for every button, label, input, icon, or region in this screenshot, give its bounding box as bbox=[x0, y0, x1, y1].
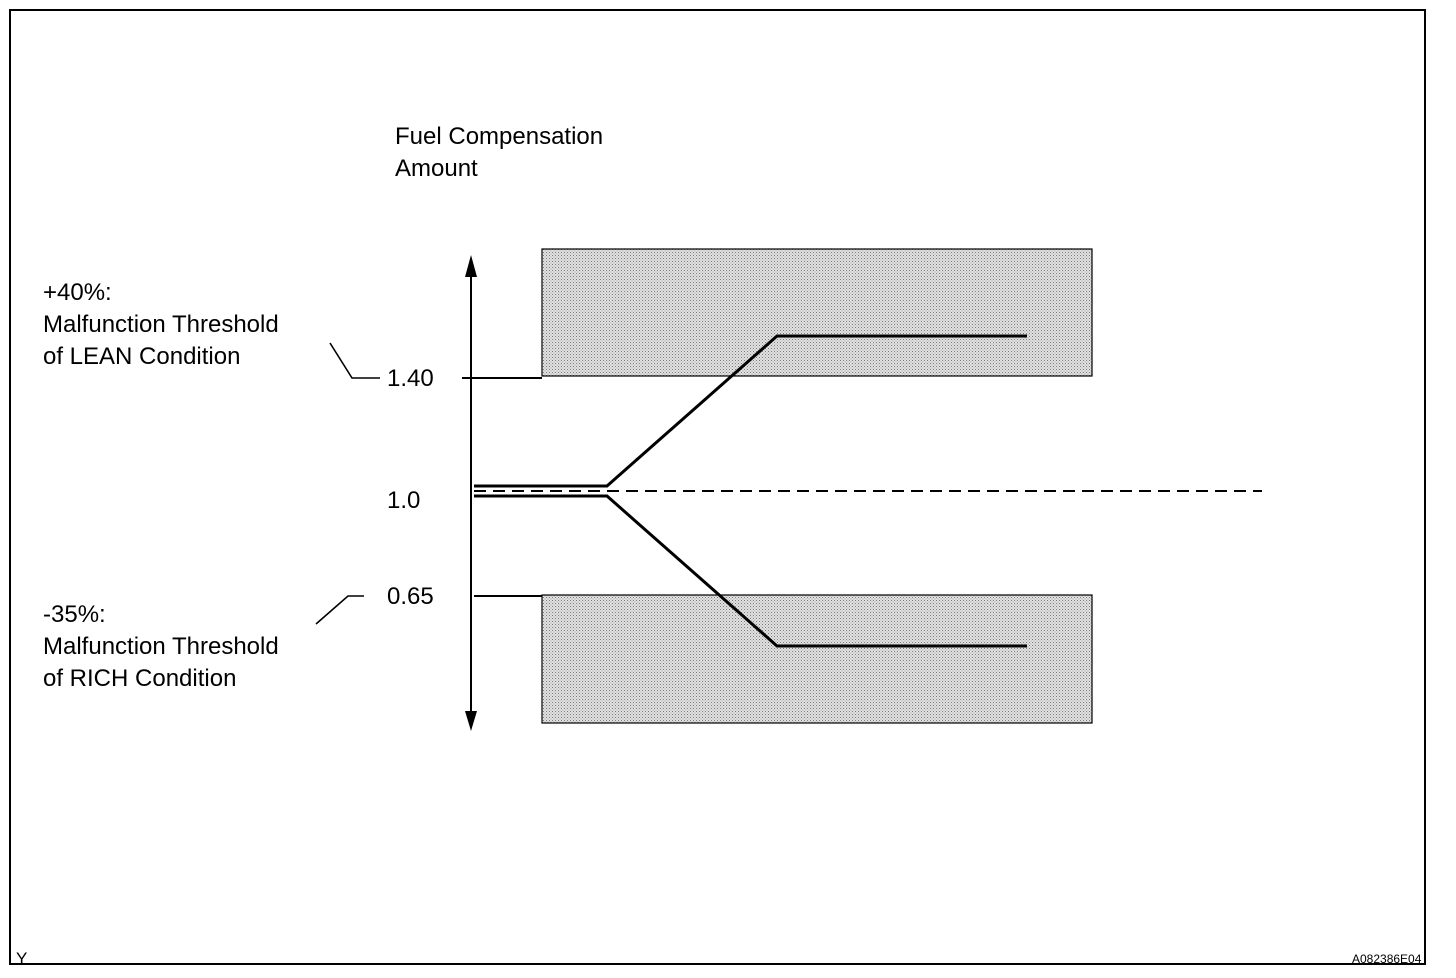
diagram-frame bbox=[9, 9, 1426, 965]
lean-condition-label: +40%: Malfunction Threshold of LEAN Cond… bbox=[43, 277, 279, 373]
lean-trend-line bbox=[474, 334, 1027, 488]
axis-title-line-1: Fuel Compensation bbox=[395, 123, 604, 150]
axis-arrow-down-icon bbox=[465, 711, 477, 731]
lean-label-line-2: Malfunction Threshold bbox=[43, 311, 279, 338]
rich-condition-label: -35%: Malfunction Threshold of RICH Cond… bbox=[43, 599, 279, 695]
lean-malfunction-zone bbox=[541, 248, 1093, 377]
axis-title-line-2: Amount bbox=[395, 155, 478, 182]
tick-label-lower: 0.65 bbox=[387, 583, 434, 610]
lean-label-line-1: +40%: bbox=[43, 279, 112, 306]
lean-label-leader bbox=[329, 342, 380, 379]
rich-trend-line bbox=[474, 494, 1027, 648]
rich-label-line-3: of RICH Condition bbox=[43, 665, 237, 692]
axis-arrow-up-icon bbox=[465, 255, 477, 277]
rich-malfunction-zone bbox=[541, 594, 1093, 724]
rich-label-line-1: -35%: bbox=[43, 601, 106, 628]
tick-label-center: 1.0 bbox=[387, 487, 421, 514]
lean-label-line-3: of LEAN Condition bbox=[43, 343, 241, 370]
figure-id: A082386E04 bbox=[1352, 952, 1422, 966]
tick-label-upper: 1.40 bbox=[387, 365, 434, 392]
rich-label-leader bbox=[315, 595, 364, 625]
axis-title: Fuel Compensation Amount bbox=[395, 121, 603, 185]
rich-label-line-2: Malfunction Threshold bbox=[43, 633, 279, 660]
corner-mark: Y bbox=[16, 949, 28, 968]
